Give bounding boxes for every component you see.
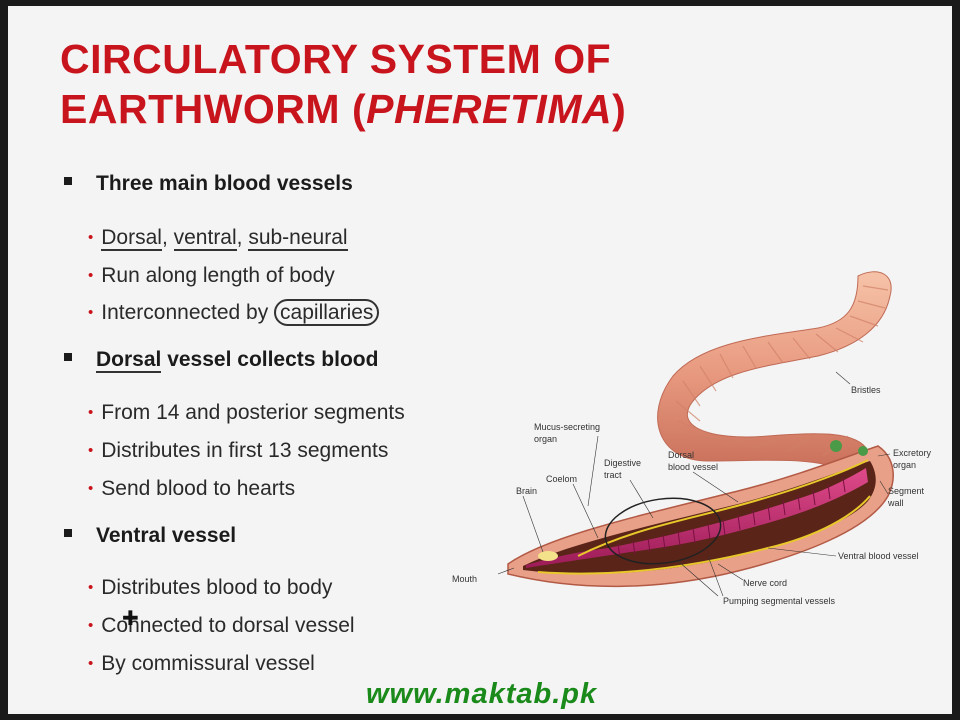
digestive-tract: [526, 468, 868, 568]
square-bullet-icon: [64, 529, 72, 538]
label-segment-1: Segment: [888, 486, 925, 496]
bullet-dot-icon: •: [88, 655, 94, 672]
label-excretory-2: organ: [893, 460, 916, 470]
slide: CIRCULATORY SYSTEM OF EARTHWORM (PHERETI…: [8, 6, 952, 714]
bullet-dot-icon: •: [88, 229, 94, 246]
title-line-2-prefix: EARTHWORM (: [60, 86, 367, 132]
list-item: •Distributes blood to body: [88, 576, 333, 599]
annotation-circle: [604, 497, 722, 565]
label-digestive-2: tract: [604, 470, 622, 480]
label-coelom: Coelom: [546, 474, 577, 484]
mouse-cursor-icon: ✚: [122, 608, 139, 630]
circled-word: capillaries: [274, 299, 380, 326]
bullet-dot-icon: •: [88, 617, 94, 634]
body-cavity: [523, 461, 876, 574]
excretory-organ: [858, 446, 868, 456]
label-lines: [497, 371, 891, 597]
square-bullet-icon: [64, 177, 72, 186]
gut-rings: [617, 477, 846, 559]
label-dorsal-1: Dorsal: [668, 450, 694, 460]
list-item: •Distributes in first 13 segments: [88, 439, 389, 462]
list-item: •Connected to dorsal vessel: [88, 614, 355, 637]
footer-website: www.maktab.pk: [366, 678, 598, 710]
label-brain: Brain: [516, 486, 537, 496]
bullet-dot-icon: •: [88, 579, 94, 596]
title-line-2-suffix: ): [612, 86, 627, 132]
bullet-dot-icon: •: [88, 267, 94, 284]
label-dorsal-2: blood vessel: [668, 462, 718, 472]
label-mucus-2: organ: [534, 434, 557, 444]
label-nerve: Nerve cord: [743, 578, 787, 588]
list-item: •Send blood to hearts: [88, 477, 296, 500]
brain: [538, 551, 558, 561]
title-line-2-italic: PHERETIMA: [366, 86, 613, 132]
list-item: •Interconnected by capillaries: [88, 299, 380, 326]
label-bristles: Bristles: [851, 385, 881, 395]
label-excretory-1: Excretory: [893, 448, 932, 458]
earthworm-diagram: Bristles Mucus-secreting organ Excretory…: [452, 271, 932, 606]
section-heading-ventral-vessel: Ventral vessel: [64, 524, 236, 548]
section-heading-dorsal-vessel: Dorsal vessel collects blood: [64, 348, 378, 373]
label-digestive-1: Digestive: [604, 458, 641, 468]
section-heading-blood-vessels: Three main blood vessels: [64, 172, 353, 196]
list-item: •By commissural vessel: [88, 652, 315, 675]
label-mouth: Mouth: [452, 574, 477, 584]
label-ventral: Ventral blood vessel: [838, 551, 919, 561]
label-segment-2: wall: [887, 498, 904, 508]
bullet-dot-icon: •: [88, 304, 94, 321]
ventral-blood-vessel: [537, 495, 871, 575]
dorsal-blood-vessel: [577, 459, 869, 557]
list-item: •Dorsal, ventral, sub-neural: [88, 226, 348, 251]
title-line-1: CIRCULATORY SYSTEM OF: [60, 36, 612, 82]
slide-title: CIRCULATORY SYSTEM OF EARTHWORM (PHERETI…: [60, 34, 626, 134]
label-pumping: Pumping segmental vessels: [723, 596, 836, 606]
square-bullet-icon: [64, 353, 72, 362]
label-mucus-1: Mucus-secreting: [534, 422, 600, 432]
list-item: •Run along length of body: [88, 264, 335, 287]
bullet-dot-icon: •: [88, 442, 94, 459]
bullet-dot-icon: •: [88, 480, 94, 497]
list-item: •From 14 and posterior segments: [88, 401, 405, 424]
excretory-organ: [830, 440, 842, 452]
bullet-dot-icon: •: [88, 404, 94, 421]
